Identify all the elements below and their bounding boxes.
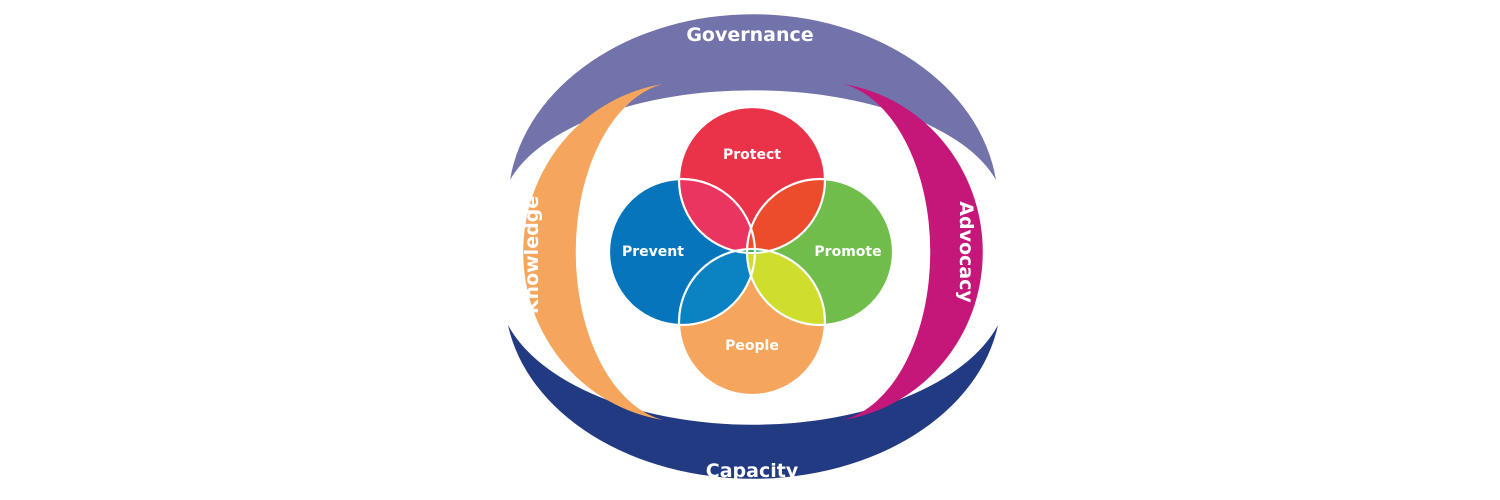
petal-group	[607, 105, 895, 397]
protect-label: Protect	[723, 147, 781, 163]
capacity-label: Capacity	[706, 460, 799, 482]
petal-outline-prevent	[607, 177, 757, 327]
prevent-label: Prevent	[622, 244, 684, 260]
governance-band	[510, 14, 996, 180]
advocacy-label: Advocacy	[955, 201, 977, 303]
promote-label: Promote	[814, 244, 881, 260]
petal-outline-people	[677, 247, 827, 397]
people-label: People	[725, 338, 779, 354]
governance-label: Governance	[686, 24, 813, 46]
overlap-center	[679, 249, 825, 253]
capacity-band	[508, 325, 998, 479]
knowledge-crescent	[523, 84, 663, 420]
advocacy-crescent	[843, 84, 983, 420]
knowledge-label: Knowledge	[521, 196, 543, 314]
petal-outline-promote	[745, 177, 895, 327]
